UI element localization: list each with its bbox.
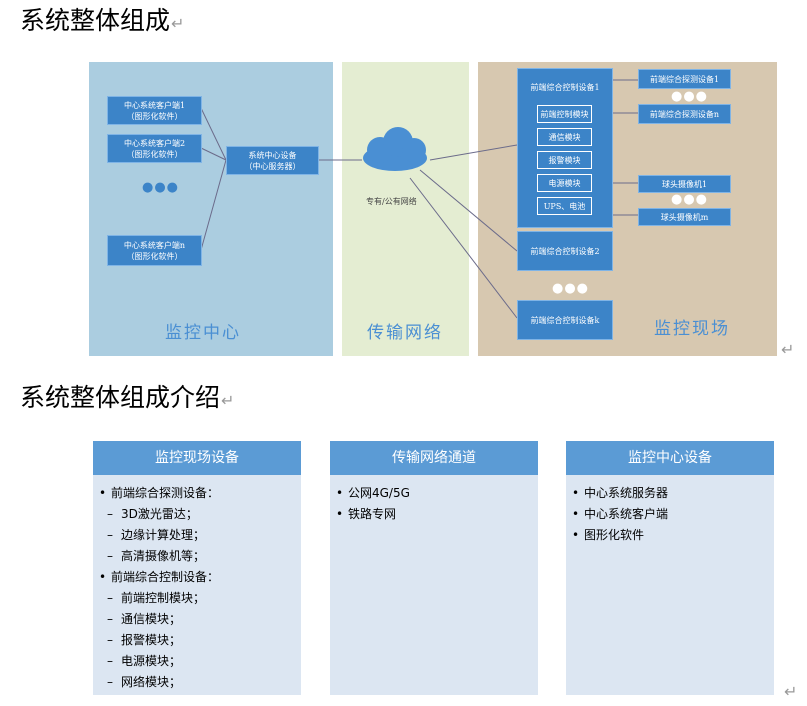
card-title: 监控现场设备	[93, 441, 301, 475]
list-item: 中心系统客户端	[566, 504, 774, 525]
list-item: 公网4G/5G	[330, 483, 538, 504]
controller-box-2: 前端综合控制设备2	[517, 231, 613, 271]
cloud-icon	[363, 127, 427, 171]
central-server-box: 系统中心设备 （中心服务器）	[226, 146, 319, 175]
server-sub: （中心服务器）	[244, 161, 301, 171]
client-n-label: 中心系统客户端n	[123, 240, 186, 250]
list-item: 3D激光雷达；	[93, 504, 301, 525]
list-item: 铁路专网	[330, 504, 538, 525]
ellipsis-dots: ●●●	[142, 180, 180, 195]
list-item: 高清摄像机等；	[93, 546, 301, 567]
list-item: 图形化软件	[566, 525, 774, 546]
controller-1-label: 前端综合控制设备1	[530, 83, 600, 92]
paragraph-mark: ↵	[221, 391, 235, 410]
camera-box-m: 球头摄像机m	[638, 208, 731, 226]
list-item: 网络模块；	[93, 672, 301, 693]
paragraph-mark: ↵	[171, 14, 185, 33]
section-heading-composition-intro: 系统整体组成介绍↵	[20, 383, 234, 416]
module-power: 电源模块	[537, 174, 592, 192]
card-center-equipment: 监控中心设备 中心系统服务器 中心系统客户端 图形化软件	[566, 441, 774, 695]
detector-box-n: 前端综合探测设备n	[638, 104, 731, 124]
transmission-network-panel	[342, 62, 469, 356]
card-field-equipment: 监控现场设备 前端综合探测设备： 3D激光雷达； 边缘计算处理； 高清摄像机等；…	[93, 441, 301, 695]
module-communication: 通信模块	[537, 128, 592, 146]
detector-box-1: 前端综合探测设备1	[638, 69, 731, 89]
controller-box-k: 前端综合控制设备k	[517, 300, 613, 340]
list-item: 前端综合控制设备：	[93, 567, 301, 588]
camera-box-1: 球头摄像机1	[638, 175, 731, 193]
heading-text: 系统整体组成介绍	[20, 383, 221, 412]
card-title: 监控中心设备	[566, 441, 774, 475]
card-list: 前端综合探测设备： 3D激光雷达； 边缘计算处理； 高清摄像机等； 前端综合控制…	[93, 475, 301, 693]
module-control: 前端控制模块	[537, 105, 592, 123]
list-item: 前端综合探测设备：	[93, 483, 301, 504]
ellipsis-dots: ●●●	[671, 192, 709, 207]
ellipsis-dots: ●●●	[671, 89, 709, 104]
client-n-sub: （图形化软件）	[126, 251, 183, 261]
list-item: 电源模块；	[93, 651, 301, 672]
list-item: 中心系统服务器	[566, 483, 774, 504]
heading-text: 系统整体组成	[20, 6, 171, 35]
transmission-network-label: 传输网络	[367, 323, 443, 343]
client-2-sub: （图形化软件）	[126, 149, 183, 159]
monitoring-field-label: 监控现场	[654, 319, 730, 339]
paragraph-mark: ↵	[784, 682, 798, 701]
card-transmission-channel: 传输网络通道 公网4G/5G 铁路专网	[330, 441, 538, 695]
ellipsis-dots: ●●●	[552, 281, 590, 296]
section-heading-system-composition: 系统整体组成↵	[20, 6, 184, 39]
client-1-sub: （图形化软件）	[126, 111, 183, 121]
controller-box-1: 前端综合控制设备1	[517, 68, 613, 228]
card-title: 传输网络通道	[330, 441, 538, 475]
client-box-1: 中心系统客户端1 （图形化软件）	[107, 96, 202, 125]
server-label: 系统中心设备	[248, 150, 297, 160]
list-item: 前端控制模块；	[93, 588, 301, 609]
cloud-caption: 专有/公有网络	[366, 197, 417, 206]
client-box-2: 中心系统客户端2 （图形化软件）	[107, 134, 202, 163]
monitoring-center-label: 监控中心	[165, 323, 241, 343]
card-list: 中心系统服务器 中心系统客户端 图形化软件	[566, 475, 774, 546]
module-alarm: 报警模块	[537, 151, 592, 169]
list-item: 报警模块；	[93, 630, 301, 651]
paragraph-mark: ↵	[781, 340, 795, 359]
card-list: 公网4G/5G 铁路专网	[330, 475, 538, 525]
list-item: 通信模块；	[93, 609, 301, 630]
module-ups: UPS、电池	[537, 197, 592, 215]
client-box-n: 中心系统客户端n （图形化软件）	[107, 235, 202, 266]
list-item: 边缘计算处理；	[93, 525, 301, 546]
client-2-label: 中心系统客户端2	[123, 138, 186, 148]
client-1-label: 中心系统客户端1	[123, 100, 186, 110]
